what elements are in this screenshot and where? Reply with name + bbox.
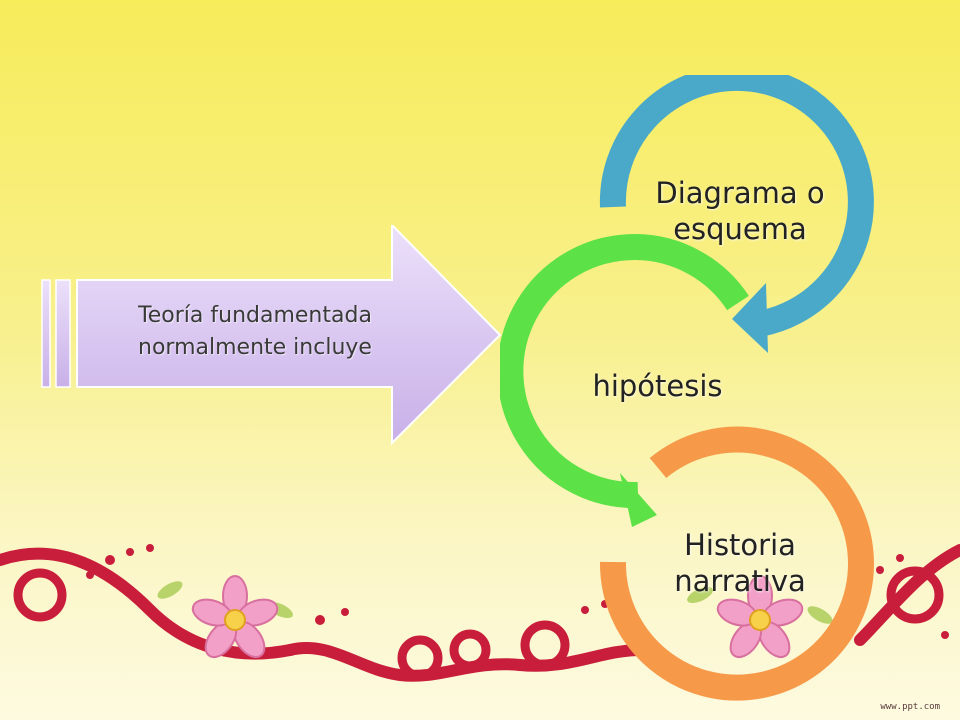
cycle-label-hipotesis: hipótesis	[575, 368, 740, 404]
cycle-label-diagrama-line-1: Diagrama o	[655, 176, 825, 210]
cycle-label-hipotesis-line-1: hipótesis	[592, 369, 723, 403]
floral-ornament	[0, 544, 960, 682]
cycle-diagram	[500, 75, 874, 701]
cycle-label-diagrama: Diagrama o esquema	[635, 175, 845, 247]
block-arrow	[41, 225, 502, 445]
arrow-bar-2	[55, 279, 71, 388]
arrow-text-line-2: normalmente incluye	[138, 335, 372, 360]
watermark: www.ppt.com	[880, 702, 940, 712]
arrow-body	[76, 225, 502, 445]
cycle-label-historia-line-2: narrativa	[674, 564, 806, 598]
cycle-label-diagrama-line-2: esquema	[673, 212, 807, 246]
cycle-arrowhead-blue	[732, 283, 768, 353]
cycle-ring-historia	[599, 426, 874, 701]
cycle-label-historia-line-1: Historia	[684, 528, 796, 562]
arrow-bar-1	[41, 279, 51, 388]
cycle-arrowhead-green	[620, 473, 657, 527]
cycle-ring-hipotesis	[500, 234, 749, 509]
arrow-text: Teoría fundamentada normalmente incluye	[95, 300, 415, 364]
cycle-label-historia: Historia narrativa	[655, 527, 825, 599]
cycle-ring-diagrama	[599, 75, 874, 338]
arrow-text-line-1: Teoría fundamentada	[138, 303, 372, 328]
